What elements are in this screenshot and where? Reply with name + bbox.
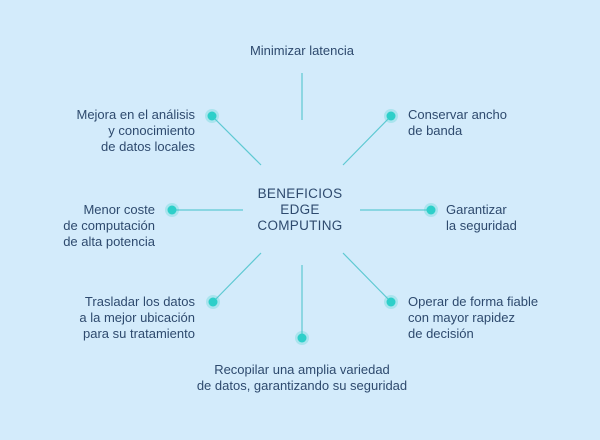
line-ne bbox=[342, 115, 392, 166]
benefit-lower-cost: Menor coste de computación de alta poten… bbox=[63, 202, 155, 249]
dot-w bbox=[165, 203, 179, 217]
line-sw bbox=[212, 252, 262, 303]
benefit-data-collection: Recopilar una amplia variedad de datos, … bbox=[196, 362, 408, 393]
dot-nw bbox=[205, 109, 219, 123]
benefit-reliable-operation: Operar de forma fiable con mayor rapidez… bbox=[408, 294, 539, 341]
dot-se bbox=[384, 295, 398, 309]
dot-ne bbox=[384, 109, 398, 123]
benefit-data-location: Trasladar los datos a la mejor ubicación… bbox=[79, 294, 195, 341]
benefit-security: Garantizar la seguridad bbox=[446, 202, 517, 233]
benefit-bandwidth: Conservar ancho de banda bbox=[408, 107, 507, 138]
center-title: BENEFICIOS EDGE COMPUTING bbox=[257, 186, 343, 233]
dot-e bbox=[424, 203, 438, 217]
line-nw bbox=[211, 115, 262, 166]
line-se bbox=[342, 252, 392, 303]
benefit-local-analysis: Mejora en el análisis y conocimiento de … bbox=[76, 107, 195, 154]
dot-sw bbox=[206, 295, 220, 309]
dot-s bbox=[295, 331, 309, 345]
benefit-minimize-latency: Minimizar latencia bbox=[249, 43, 355, 58]
